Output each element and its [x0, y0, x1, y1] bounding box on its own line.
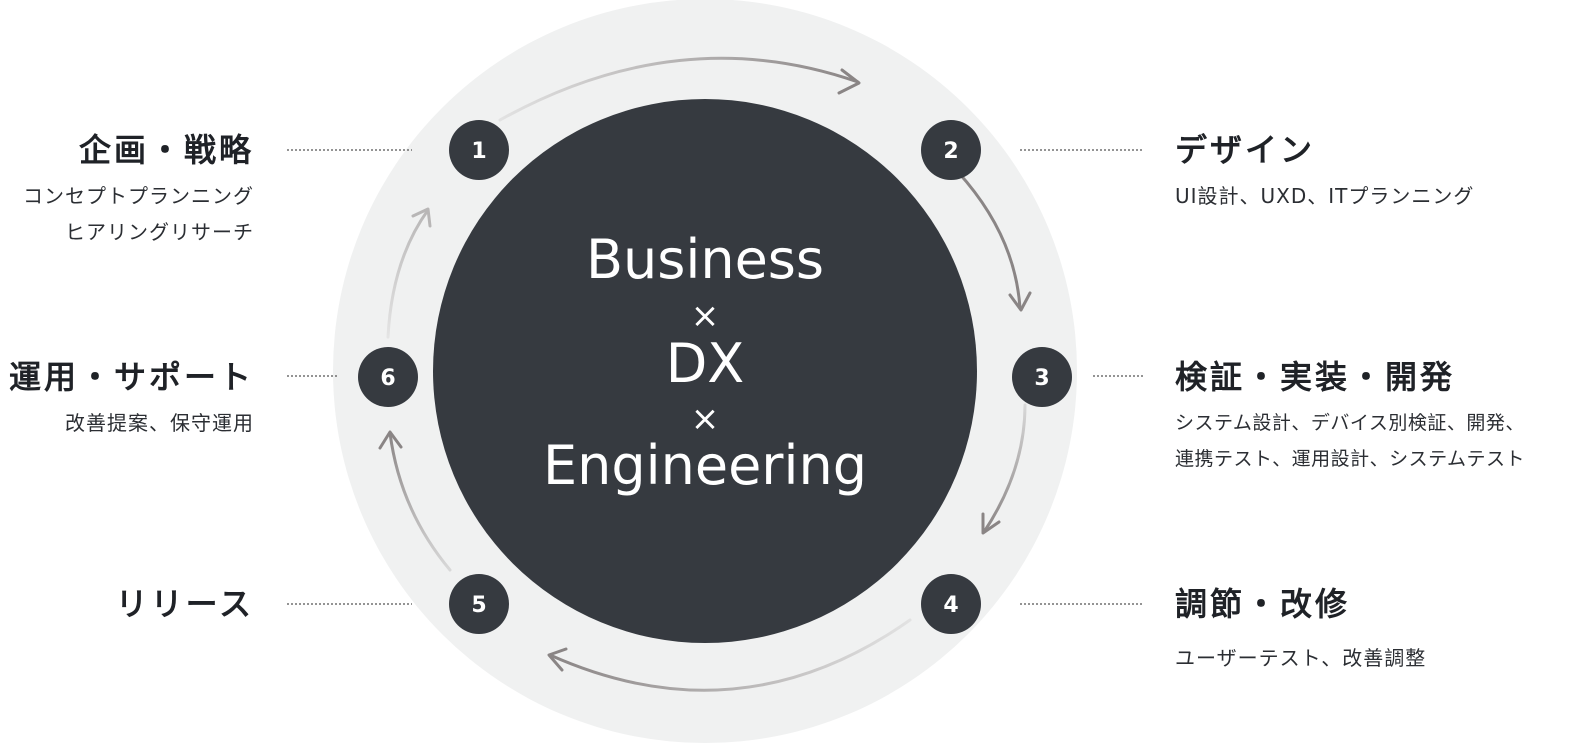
step-6-label: 運用・サポート 改善提案、保守運用: [9, 355, 254, 441]
step-5-number: 5: [471, 593, 486, 618]
step-3-title: 検証・実装・開発: [1175, 358, 1456, 396]
arrowhead-4-to-5: [547, 647, 568, 672]
step-4-title: 調節・改修: [1175, 585, 1351, 623]
step-3-label: 検証・実装・開発 システム設計、デバイス別検証、開発、 連携テスト、運用設計、シ…: [1175, 355, 1525, 477]
center-text-group: Business × DX × Engineering: [543, 228, 867, 497]
center-engineering: Engineering: [543, 434, 867, 497]
core-circle: [433, 99, 977, 643]
center-business: Business: [586, 228, 824, 291]
step-2-number: 2: [943, 139, 958, 164]
arrowhead-5-to-6: [378, 430, 403, 450]
connector-lines: [287, 149, 1143, 605]
step-6-title: 運用・サポート: [8, 358, 254, 396]
arrowhead-3-to-4: [981, 512, 1001, 535]
step-3-marker: 3: [1012, 347, 1072, 407]
center-times-1: ×: [691, 296, 720, 336]
step-6-number: 6: [380, 366, 395, 391]
center-times-2: ×: [691, 399, 720, 439]
arrowhead-1-to-2: [837, 68, 861, 95]
step-2-marker: 2: [921, 120, 981, 180]
step-2-title: デザイン: [1175, 131, 1316, 169]
arrowhead-6-to-1: [411, 207, 432, 228]
step-2-label: デザイン UI設計、UXD、ITプランニング: [1175, 128, 1474, 214]
step-circles: 1 2 3 4 5 6: [358, 120, 1072, 634]
step-2-desc-line-1: UI設計、UXD、ITプランニング: [1175, 184, 1475, 208]
step-1-title: 企画・戦略: [78, 131, 254, 169]
arrow-3-to-4: [982, 403, 1027, 534]
step-5-label: リリース: [116, 582, 254, 626]
arrowhead-2-to-3: [1008, 291, 1032, 312]
step-1-desc-line-1: コンセプトプランニング: [23, 184, 254, 208]
step-4-label: 調節・改修 ユーザーテスト、改善調整: [1175, 582, 1426, 676]
step-4-marker: 4: [921, 574, 981, 634]
step-1-marker: 1: [449, 120, 509, 180]
step-3-desc-line-2: 連携テスト、運用設計、システムテスト: [1175, 448, 1526, 470]
step-4-number: 4: [943, 593, 958, 618]
step-5-marker: 5: [449, 574, 509, 634]
step-6-desc-line-1: 改善提案、保守運用: [65, 411, 254, 435]
arrow-4-to-5: [548, 618, 912, 692]
center-dx: DX: [666, 332, 745, 395]
step-1-label: 企画・戦略 コンセプトプランニング ヒアリングリサーチ: [23, 128, 254, 250]
cycle-arrows: [378, 56, 1032, 692]
step-5-title: リリース: [115, 585, 254, 623]
arrow-5-to-6: [388, 431, 452, 572]
arrow-2-to-3: [956, 170, 1022, 310]
step-4-desc-line-1: ユーザーテスト、改善調整: [1175, 646, 1427, 670]
step-6-marker: 6: [358, 347, 418, 407]
step-1-number: 1: [471, 139, 486, 164]
arrow-6-to-1: [386, 208, 430, 339]
step-3-desc-line-1: システム設計、デバイス別検証、開発、: [1175, 412, 1525, 434]
step-3-number: 3: [1034, 366, 1049, 391]
arrow-1-to-2: [498, 56, 860, 122]
step-1-desc-line-2: ヒアリングリサーチ: [65, 220, 254, 244]
